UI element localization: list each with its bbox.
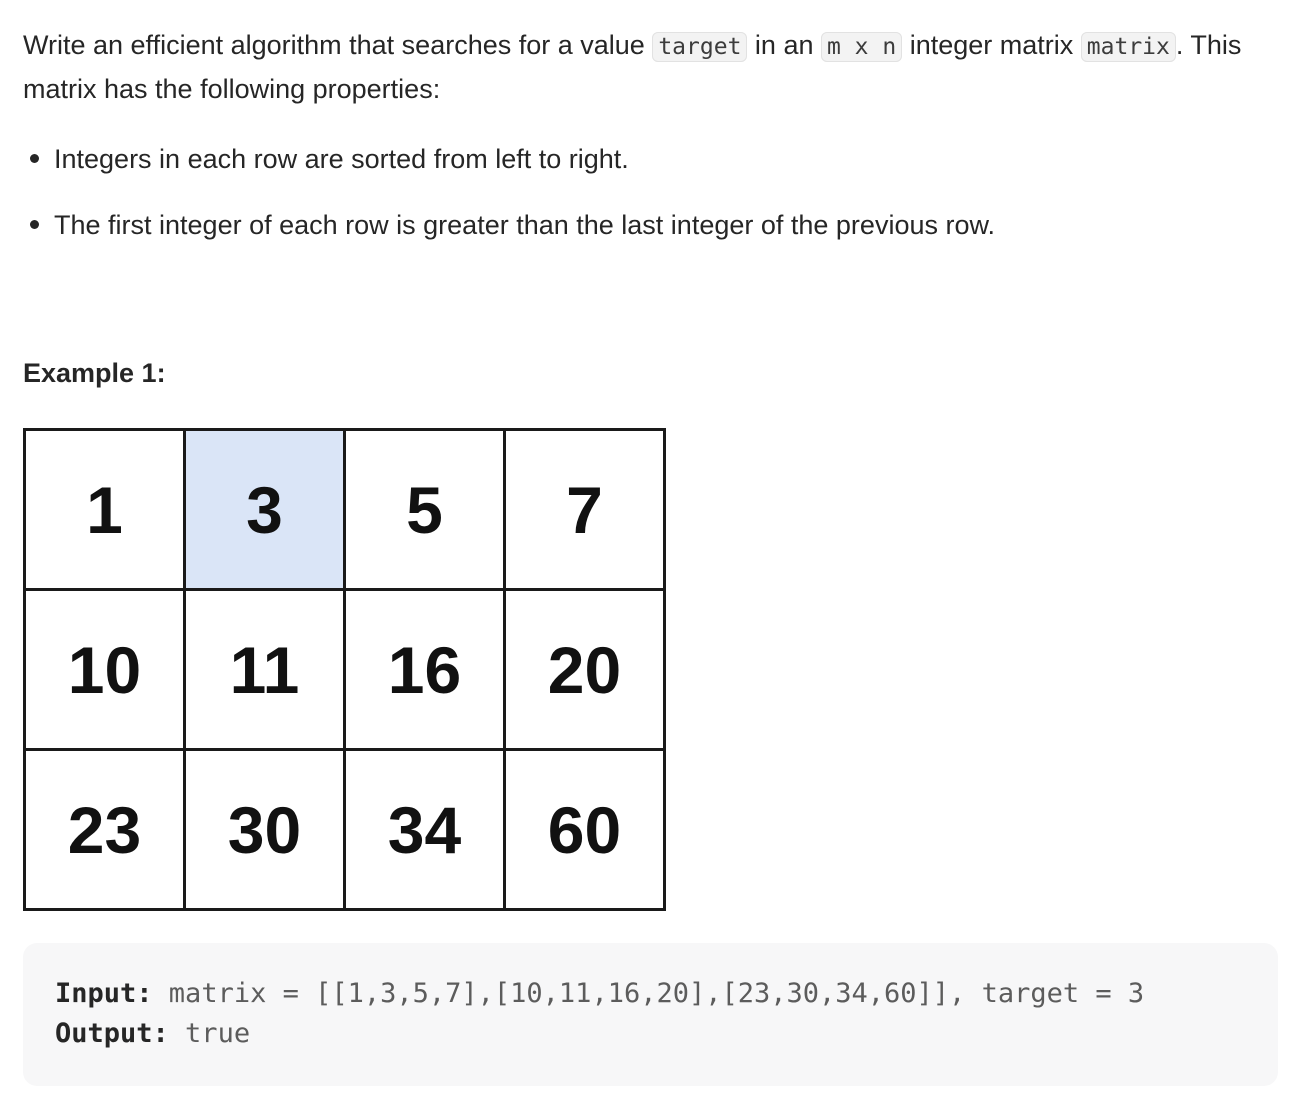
code-matrix: matrix <box>1080 32 1176 62</box>
matrix-row: 10 11 16 20 <box>23 588 666 751</box>
problem-description: Write an efficient algorithm that search… <box>23 24 1283 110</box>
matrix-cell: 16 <box>343 588 506 751</box>
properties-list: Integers in each row are sorted from lef… <box>23 138 995 270</box>
matrix-cell: 23 <box>23 748 186 911</box>
matrix-cell: 60 <box>503 748 666 911</box>
bullet-icon <box>30 154 39 163</box>
output-label: Output: <box>55 1018 169 1049</box>
matrix-cell: 30 <box>183 748 346 911</box>
matrix-cell-highlighted: 3 <box>183 428 346 591</box>
property-text: Integers in each row are sorted from lef… <box>54 144 629 174</box>
matrix-cell: 7 <box>503 428 666 591</box>
intro-text-1: Write an efficient algorithm that search… <box>23 30 653 60</box>
example-code-block: Input: matrix = [[1,3,5,7],[10,11,16,20]… <box>23 943 1278 1086</box>
matrix-cell: 5 <box>343 428 506 591</box>
output-value: true <box>168 1018 251 1049</box>
matrix-cell: 34 <box>343 748 506 911</box>
property-item: The first integer of each row is greater… <box>23 204 995 246</box>
intro-text-2: in an <box>747 30 821 60</box>
intro-text-4: . This matrix has the following properti… <box>23 30 1242 104</box>
input-label: Input: <box>55 978 153 1009</box>
matrix-row: 23 30 34 60 <box>23 748 666 911</box>
bullet-icon <box>30 220 39 229</box>
example-title: Example 1: <box>23 358 166 388</box>
intro-text-3: integer matrix <box>902 30 1081 60</box>
code-target: target <box>652 32 748 62</box>
input-value: matrix = [[1,3,5,7],[10,11,16,20],[23,30… <box>152 978 1145 1009</box>
matrix-cell: 20 <box>503 588 666 751</box>
matrix-cell: 11 <box>183 588 346 751</box>
code-m-x-n: m x n <box>820 32 903 62</box>
matrix-row: 1 3 5 7 <box>23 428 666 591</box>
property-item: Integers in each row are sorted from lef… <box>23 138 995 180</box>
matrix-cell: 1 <box>23 428 186 591</box>
example-matrix: 1 3 5 7 10 11 16 20 23 30 34 60 <box>23 428 666 911</box>
property-text: The first integer of each row is greater… <box>54 210 995 240</box>
matrix-cell: 10 <box>23 588 186 751</box>
